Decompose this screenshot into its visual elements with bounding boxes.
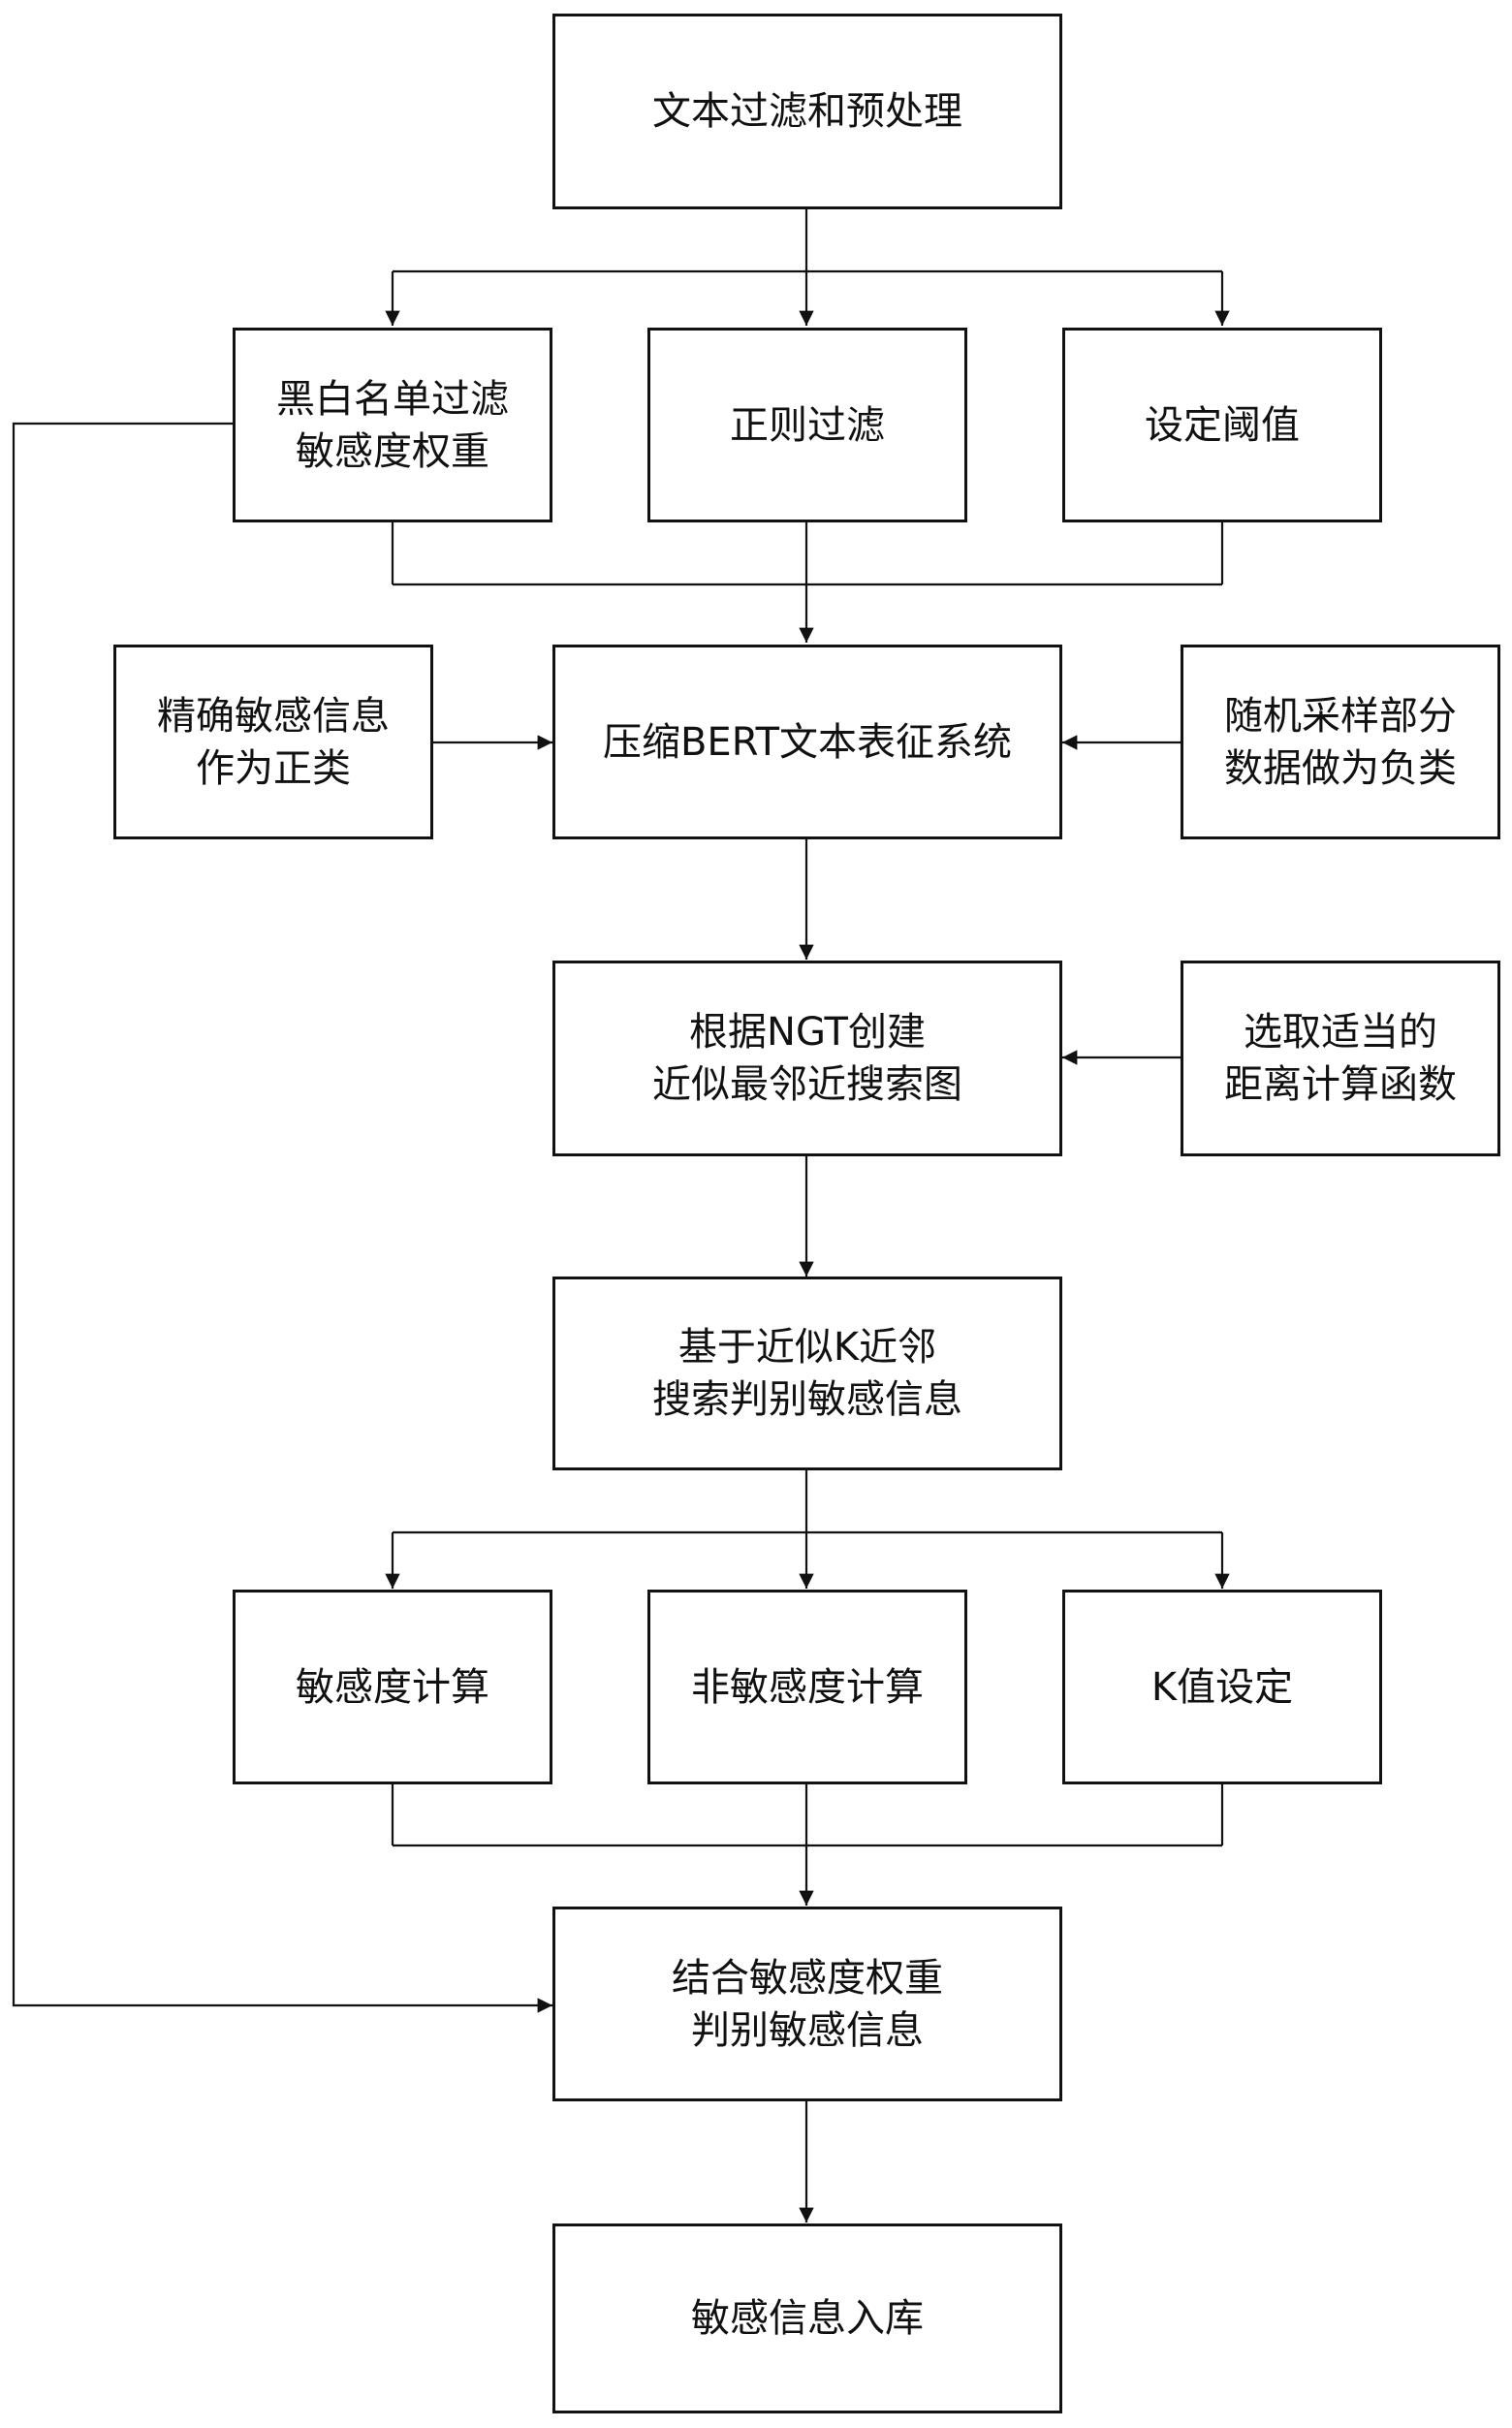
ngt-box: 根据NGT创建 近似最邻近搜索图 [552,961,1062,1156]
blacklist-line-1: 黑白名单过滤 [276,376,509,422]
positive-box: 精确敏感信息 作为正类 [113,645,433,839]
preprocess-box: 文本过滤和预处理 [552,14,1062,209]
nonsensitivity-line-1: 非敏感度计算 [691,1664,924,1710]
sensitivity-box: 敏感度计算 [233,1590,552,1784]
kvalue-line-1: K值设定 [1150,1664,1294,1710]
bert-box: 压缩BERT文本表征系统 [552,645,1062,839]
distance-line-1: 选取适当的 [1244,1010,1437,1055]
combine-box: 结合敏感度权重 判别敏感信息 [552,1907,1062,2101]
combine-line-1: 结合敏感度权重 [672,1955,943,2001]
store-line-1: 敏感信息入库 [691,2296,924,2341]
bert-line-1: 压缩BERT文本表征系统 [602,719,1013,765]
sensitivity-line-1: 敏感度计算 [296,1664,489,1710]
regex-box: 正则过滤 [647,328,967,522]
kvalue-box: K值设定 [1062,1590,1382,1784]
blacklist-line-2: 敏感度权重 [296,428,489,474]
negative-line-1: 随机采样部分 [1224,693,1457,739]
knn-line-2: 搜索判别敏感信息 [652,1377,962,1422]
distance-box: 选取适当的 距离计算函数 [1181,961,1500,1156]
distance-line-2: 距离计算函数 [1224,1062,1457,1107]
negative-line-2: 数据做为负类 [1224,745,1457,791]
positive-line-1: 精确敏感信息 [157,693,390,739]
regex-line-1: 正则过滤 [730,402,885,448]
negative-box: 随机采样部分 数据做为负类 [1181,645,1500,839]
ngt-line-1: 根据NGT创建 [689,1010,926,1055]
ngt-line-2: 近似最邻近搜索图 [652,1062,962,1107]
store-box: 敏感信息入库 [552,2223,1062,2413]
positive-line-2: 作为正类 [196,745,351,791]
knn-box: 基于近似K近邻 搜索判别敏感信息 [552,1277,1062,1470]
edge-weight-to-combine [12,422,552,2013]
nonsensitivity-box: 非敏感度计算 [647,1590,967,1784]
threshold-box: 设定阈值 [1062,328,1382,522]
preprocess-line-1: 文本过滤和预处理 [652,89,962,134]
combine-line-2: 判别敏感信息 [691,2007,924,2053]
threshold-line-1: 设定阈值 [1145,402,1300,448]
knn-line-1: 基于近似K近邻 [677,1325,937,1370]
blacklist-box: 黑白名单过滤 敏感度权重 [233,328,552,522]
